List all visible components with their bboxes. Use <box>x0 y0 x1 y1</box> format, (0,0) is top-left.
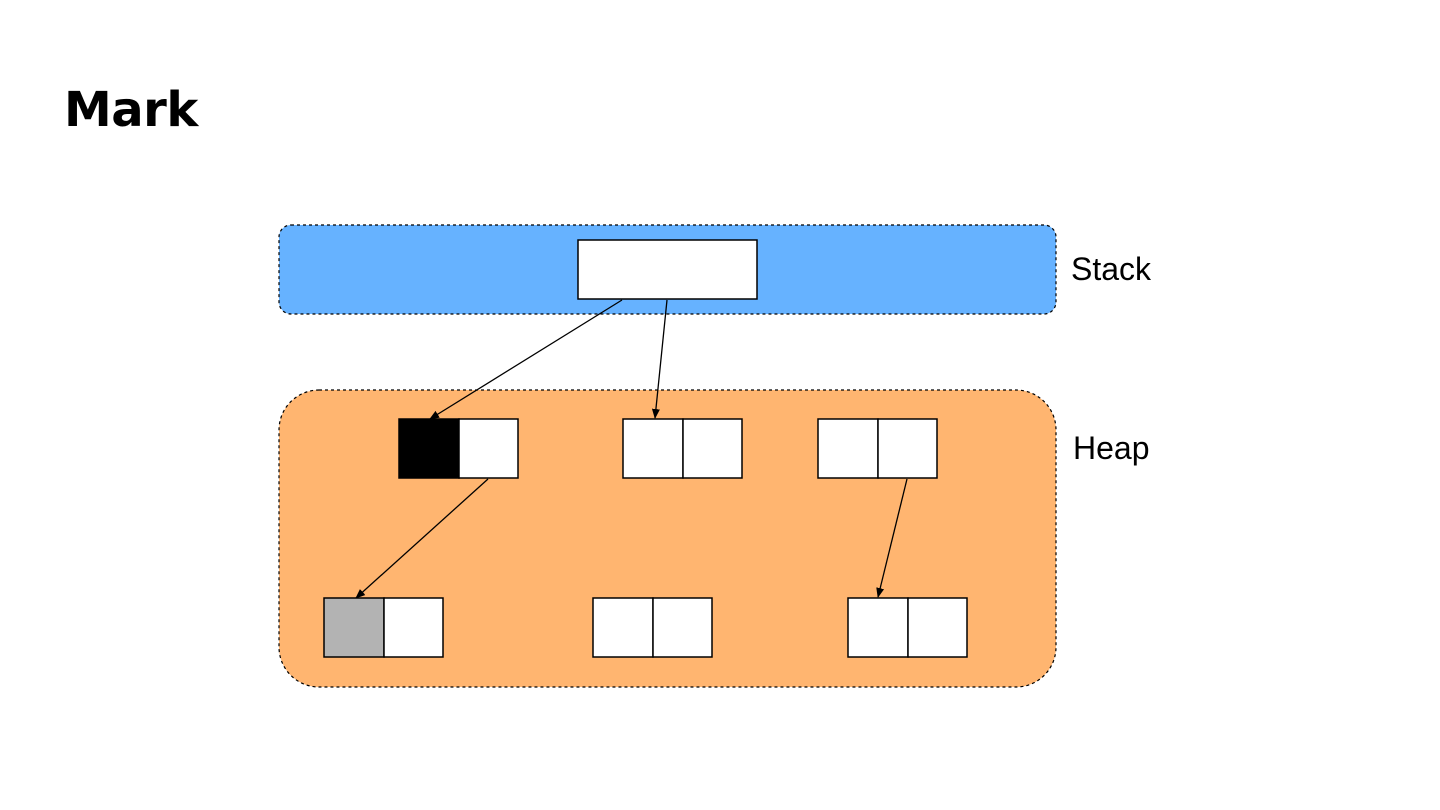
heap-object <box>622 418 743 479</box>
object-field-cell <box>877 418 938 479</box>
object-header-cell <box>817 418 879 479</box>
heap-label: Heap <box>1073 430 1150 466</box>
object-header-cell <box>847 597 909 658</box>
reference-arrow <box>355 478 489 599</box>
object-field-cell <box>383 597 444 658</box>
heap-object <box>817 418 938 479</box>
heap-object-grey <box>323 597 444 658</box>
object-header-cell <box>592 597 654 658</box>
object-field-cell <box>682 418 743 479</box>
reference-arrow <box>429 299 623 420</box>
object-header-cell <box>622 418 684 479</box>
stack-reference <box>577 239 758 300</box>
object-header-cell <box>323 597 385 658</box>
reference-arrow <box>651 299 668 419</box>
object-field-cell <box>907 597 968 658</box>
stack-reference-cell <box>577 239 758 300</box>
heap-object <box>847 597 968 658</box>
heap-object-marked <box>398 418 519 479</box>
object-field-cell <box>652 597 713 658</box>
object-header-cell <box>398 418 460 479</box>
object-field-cell <box>458 418 519 479</box>
page-title: Mark <box>64 82 198 138</box>
heap-object <box>592 597 713 658</box>
stack-label: Stack <box>1071 251 1152 287</box>
reference-arrow <box>876 478 908 598</box>
